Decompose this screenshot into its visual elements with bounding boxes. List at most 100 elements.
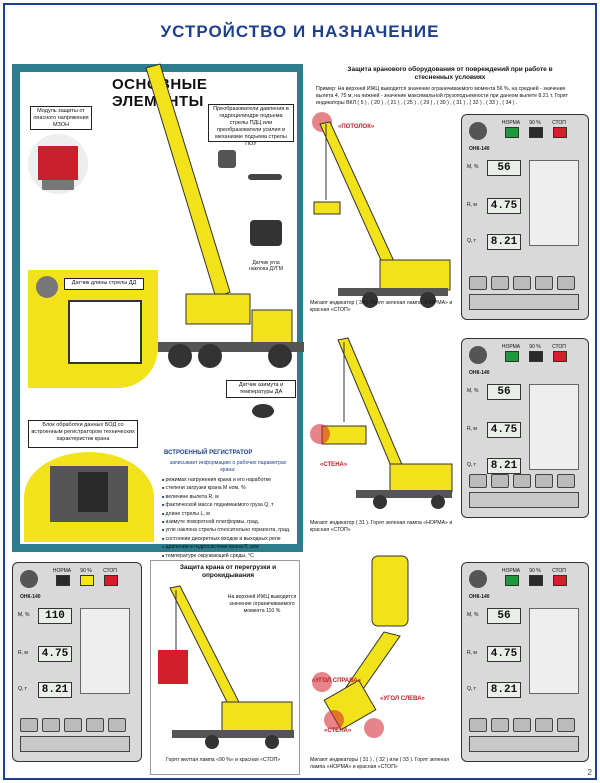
wall-caption: Мигают индикатор ( 31 ). Горят зеленая л… bbox=[310, 520, 453, 533]
keypad-panel bbox=[469, 736, 579, 752]
control-button[interactable] bbox=[513, 276, 531, 290]
page-title: УСТРОЙСТВО И НАЗНАЧЕНИЕ bbox=[160, 22, 440, 41]
device-model: ОНК-140 bbox=[469, 594, 490, 600]
device-model: ОНК-140 bbox=[469, 370, 490, 376]
control-button[interactable] bbox=[469, 276, 487, 290]
keypad-panel bbox=[469, 294, 579, 310]
lcd-unit-label: R, м bbox=[467, 650, 477, 656]
azimuth-sensor-image bbox=[252, 404, 274, 418]
lamp-label: 90 % bbox=[529, 120, 541, 126]
bod-label: Блок обработки данных БОД со встроенным … bbox=[28, 420, 138, 448]
registrar-subtitle: записывает информацию о рабочих параметр… bbox=[169, 460, 287, 473]
control-button[interactable] bbox=[513, 474, 531, 488]
overload-text: На верхней ИЖЦ выводится значение ограни… bbox=[227, 594, 297, 614]
registrar-item: угле наклона стрелы относительно горизон… bbox=[162, 526, 294, 534]
crane-corner-illustration bbox=[312, 555, 409, 738]
corner-right-tag: «УГОЛ СПРАВА» bbox=[312, 678, 361, 684]
registrar-item: состоянии дискретных входов и выходных р… bbox=[162, 535, 294, 543]
lcd-display: 4.75 bbox=[487, 646, 521, 662]
control-button[interactable] bbox=[491, 474, 509, 488]
lcd-display: 8.21 bbox=[487, 234, 521, 250]
control-button[interactable] bbox=[469, 718, 487, 732]
registrar-item: величине вылета R, м bbox=[162, 493, 294, 501]
lcd-unit-label: Q, т bbox=[467, 686, 476, 692]
mzon-image bbox=[28, 134, 88, 194]
indicator-lamp bbox=[56, 575, 70, 586]
indicator-lamp bbox=[104, 575, 118, 586]
lcd-display: 8.21 bbox=[38, 682, 72, 698]
control-button[interactable] bbox=[535, 276, 553, 290]
device-model: ОНК-140 bbox=[469, 146, 490, 152]
registrar-item: азимуте поворотной платформы, град. bbox=[162, 518, 294, 526]
indicator-lamp bbox=[553, 575, 567, 586]
control-button[interactable] bbox=[42, 718, 60, 732]
indicator-lamp bbox=[505, 127, 519, 138]
wall-tag: «СТЕНА» bbox=[320, 462, 348, 468]
angle-sensor-image bbox=[238, 210, 294, 280]
lcd-display: 4.75 bbox=[487, 422, 521, 438]
control-button[interactable] bbox=[20, 718, 38, 732]
lcd-unit-label: R, м bbox=[467, 426, 477, 432]
control-button[interactable] bbox=[64, 718, 82, 732]
registrar-item: давлении в гидросистеме крана P, атм bbox=[162, 543, 294, 551]
corner-caption: Мигают индикаторы ( 31 ) , ( 32 ) или ( … bbox=[310, 757, 450, 770]
lamp-label: СТОП bbox=[552, 344, 566, 350]
indicator-lamp bbox=[80, 575, 94, 586]
crane-overload-illustration bbox=[158, 585, 294, 749]
lamp-label: СТОП bbox=[103, 568, 117, 574]
lamp-label: 90 % bbox=[529, 344, 541, 350]
registrar-item: режимах нагружения крана и его наработке bbox=[162, 476, 294, 484]
lcd-unit-label: М, % bbox=[467, 612, 479, 618]
lcd-unit-label: М, % bbox=[467, 164, 479, 170]
lcd-unit-label: Q, т bbox=[467, 462, 476, 468]
control-button[interactable] bbox=[513, 718, 531, 732]
main-elements-panel: ОСНОВНЫЕ ЭЛЕМЕНТЫ Модуль защиты от опасн… bbox=[10, 62, 305, 559]
lcd-display: 4.75 bbox=[487, 198, 521, 214]
crowded-text: Пример: На верхней ИЖЦ выводится значени… bbox=[316, 86, 568, 106]
control-button[interactable] bbox=[491, 718, 509, 732]
lcd-unit-label: Q, т bbox=[467, 238, 476, 244]
speaker-icon bbox=[469, 570, 487, 588]
registrar-item: степени загрузки крана М ном, % bbox=[162, 484, 294, 492]
registrar-list: режимах нагружения крана и его наработке… bbox=[162, 476, 294, 560]
angle-sensor-label: Датчик угла наклона ДУГМ bbox=[249, 260, 283, 272]
lcd-display: 56 bbox=[487, 384, 521, 400]
indicator-lamp bbox=[529, 127, 543, 138]
control-button[interactable] bbox=[557, 718, 575, 732]
control-button[interactable] bbox=[469, 474, 487, 488]
lamp-label: СТОП bbox=[552, 568, 566, 574]
control-button[interactable] bbox=[535, 474, 553, 488]
crane-schematic-icon bbox=[529, 384, 579, 470]
control-button[interactable] bbox=[108, 718, 126, 732]
crane-wall-illustration bbox=[310, 337, 453, 509]
lcd-display: 56 bbox=[487, 160, 521, 176]
control-button[interactable] bbox=[491, 276, 509, 290]
lamp-label: НОРМА bbox=[501, 344, 521, 350]
lamp-label: НОРМА bbox=[52, 568, 72, 574]
registrar-title: ВСТРОЕННЫЙ РЕГИСТРАТОР bbox=[164, 450, 253, 456]
device-model: ОНК-140 bbox=[20, 594, 41, 600]
lamp-label: 90 % bbox=[80, 568, 92, 574]
control-button[interactable] bbox=[557, 474, 575, 488]
lcd-unit-label: R, м bbox=[467, 202, 477, 208]
control-button[interactable] bbox=[86, 718, 104, 732]
pressure-sensor-label: Преобразователи давления в гидроцилиндре… bbox=[208, 104, 294, 147]
corner-wall-tag: «СТЕНА» bbox=[324, 728, 352, 734]
pressure-sensor-image bbox=[208, 144, 294, 200]
lcd-display: 8.21 bbox=[487, 458, 521, 474]
ceiling-tag: «ПОТОЛОК» bbox=[338, 124, 375, 130]
registrar-item: фактической массе поднимаемого груза Q, … bbox=[162, 501, 294, 509]
indicator-lamp bbox=[553, 127, 567, 138]
control-button[interactable] bbox=[535, 718, 553, 732]
crane-schematic-icon bbox=[529, 608, 579, 694]
length-sensor-label: Датчик длины стрелы ДД bbox=[64, 278, 144, 290]
keypad-panel bbox=[20, 736, 130, 752]
bod-image bbox=[24, 452, 154, 542]
control-button[interactable] bbox=[557, 276, 575, 290]
lcd-display: 4.75 bbox=[38, 646, 72, 662]
lamp-label: СТОП bbox=[552, 120, 566, 126]
indicator-lamp bbox=[505, 351, 519, 362]
lamp-label: НОРМА bbox=[501, 120, 521, 126]
crane-ceiling-illustration bbox=[310, 110, 458, 308]
mzon-label: Модуль защиты от опасного напряжения МЗО… bbox=[30, 106, 92, 130]
